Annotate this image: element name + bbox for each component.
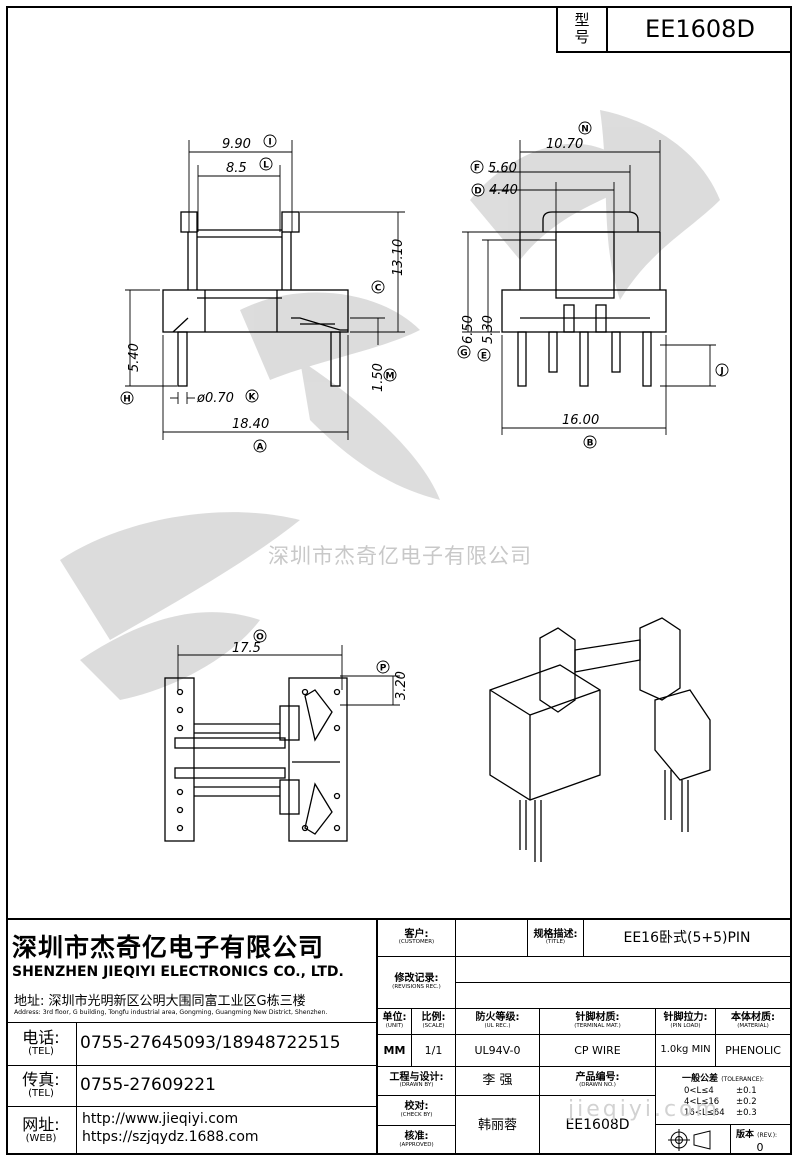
dim-A-value: 18.40 bbox=[232, 417, 269, 432]
dim-P-value: 3.20 bbox=[394, 671, 409, 700]
tolerance-row-0: 0<L≤4±0.1 bbox=[684, 1086, 757, 1096]
tolerance-row-1: 4<L≤16±0.2 bbox=[684, 1097, 757, 1107]
label-D: D bbox=[474, 187, 481, 197]
watermark-company: 深圳市杰奇亿电子有限公司 bbox=[268, 544, 532, 568]
company-name-cn: 深圳市杰奇亿电子有限公司 bbox=[12, 933, 325, 962]
dim-L-value: 8.5 bbox=[226, 161, 247, 176]
dim-H-value: 5.40 bbox=[127, 343, 142, 372]
dim-E-value: 5.30 bbox=[481, 315, 496, 344]
tel-label-cell: 电话: (TEL) bbox=[22, 1028, 60, 1058]
ul-value: UL94V-0 bbox=[456, 1035, 540, 1066]
dim-O-value: 17.5 bbox=[232, 641, 261, 656]
dim-B-value: 16.00 bbox=[562, 413, 599, 428]
address-line: 地址: 深圳市光明新区公明大围同富工业区G栋三楼 bbox=[14, 990, 306, 1009]
address-cn: 深圳市光明新区公明大围同富工业区G栋三楼 bbox=[48, 994, 306, 1009]
pinload-value: 1.0kg MIN bbox=[656, 1035, 716, 1066]
web-label-cell: 网址: (WEB) bbox=[22, 1115, 60, 1145]
customer-header: 客户:(CUSTOMER) bbox=[378, 920, 456, 956]
side-view bbox=[501, 211, 667, 387]
label-K: K bbox=[249, 393, 257, 403]
dim-G-value: 6.50 bbox=[461, 315, 476, 344]
company-panel: 深圳市杰奇亿电子有限公司 SHENZHEN JIEQIYI ELECTRONIC… bbox=[6, 920, 378, 1155]
customer-value bbox=[456, 920, 528, 956]
model-value: EE1608D bbox=[645, 14, 755, 43]
dim-D-value: 4.40 bbox=[489, 183, 518, 198]
address-label: 地址: bbox=[14, 994, 45, 1009]
pinload-header: 针脚拉力:(PIN LOAD) bbox=[656, 1009, 716, 1034]
scale-value: 1/1 bbox=[412, 1035, 456, 1066]
web-link-1[interactable]: http://www.jieqiyi.com bbox=[82, 1111, 239, 1127]
dim-C-value: 13.10 bbox=[391, 239, 406, 276]
watermark-site: jieqiyi.com bbox=[568, 1097, 720, 1122]
label-J: J bbox=[719, 367, 723, 377]
title-block: 深圳市杰奇亿电子有限公司 SHENZHEN JIEQIYI ELECTRONIC… bbox=[6, 918, 792, 1155]
material-header: 本体材质:(MATERIAL) bbox=[731, 1012, 775, 1029]
web-link-2[interactable]: https://szjqydz.1688.com bbox=[82, 1129, 259, 1145]
tolerance-title: 一般公差 bbox=[682, 1074, 719, 1084]
label-H: H bbox=[123, 395, 131, 405]
label-I: I bbox=[268, 138, 271, 148]
scale-header: 比例:(SCALE) bbox=[412, 1009, 456, 1034]
label-L: L bbox=[263, 161, 269, 171]
label-E: E bbox=[481, 352, 487, 362]
company-name-en: SHENZHEN JIEQIYI ELECTRONICS CO., LTD. bbox=[12, 964, 344, 980]
dim-F-value: 5.60 bbox=[488, 161, 517, 176]
drawing-sheet bbox=[6, 6, 792, 1155]
revisions-header: 修改记录:(REVISIONS REC.) bbox=[378, 957, 456, 1008]
label-A: A bbox=[257, 443, 264, 453]
label-O: O bbox=[256, 633, 264, 643]
check-header: 校对:(CHECK BY) bbox=[378, 1096, 456, 1125]
front-view bbox=[162, 211, 349, 387]
spec-table: 客户:(CUSTOMER) 规格描述:(TITLE) EE16卧式(5+5)PI… bbox=[378, 920, 790, 1155]
title-value: EE16卧式(5+5)PIN bbox=[623, 929, 751, 946]
tolerance-title-en: (TOLERANCE): bbox=[721, 1076, 764, 1083]
title-header: 规格描述:(TITLE) bbox=[528, 920, 584, 956]
bottom-view bbox=[164, 677, 348, 842]
drawn-value: 李 强 bbox=[456, 1067, 540, 1095]
ul-header: 防火等级:(UL REC.) bbox=[456, 1009, 540, 1034]
web-values: http://www.jieqiyi.com https://szjqydz.1… bbox=[82, 1110, 259, 1146]
material-value: PHENOLIC bbox=[725, 1043, 781, 1057]
projection-symbol-icon bbox=[668, 1129, 711, 1151]
label-C: C bbox=[375, 284, 382, 294]
model-box: 型号 EE1608D bbox=[556, 6, 792, 53]
label-M: M bbox=[386, 372, 395, 382]
version-value: 0 bbox=[756, 1141, 764, 1154]
label-P: P bbox=[380, 664, 387, 674]
dim-M-value: 1.50 bbox=[371, 363, 386, 392]
label-G: G bbox=[460, 349, 467, 359]
tolerance-list: 0<L≤4±0.1 4<L≤16±0.2 16<L≤64±0.3 bbox=[684, 1086, 757, 1119]
isometric-view bbox=[489, 617, 711, 862]
version-label: 版本 bbox=[736, 1130, 755, 1140]
dim-I-value: 9.90 bbox=[222, 137, 251, 152]
tolerance-box: 一般公差 (TOLERANCE): 0<L≤4±0.1 4<L≤16±0.2 1… bbox=[656, 1067, 790, 1124]
address-en: Address: 3rd floor, G building, Tongfu i… bbox=[14, 1009, 328, 1016]
check-value: 韩丽蓉 bbox=[456, 1096, 540, 1155]
terminal-header: 针脚材质:(TERMINAL MAT.) bbox=[540, 1009, 656, 1034]
label-F: F bbox=[474, 164, 480, 174]
dim-K-value: ø0.70 bbox=[196, 391, 234, 406]
tel-value: 0755-27645093/18948722515 bbox=[80, 1033, 341, 1054]
drawno-header: 产品编号:(DRAWN NO.) bbox=[540, 1067, 656, 1095]
unit-header: 单位:(UNIT) bbox=[378, 1009, 412, 1034]
unit-value: MM bbox=[378, 1035, 412, 1066]
fax-label-cell: 传真: (TEL) bbox=[22, 1070, 60, 1100]
technical-drawing: I L A H K C M N F D G E B J O P 9.90 8.5… bbox=[120, 121, 729, 862]
tolerance-row-2: 16<L≤64±0.3 bbox=[684, 1108, 757, 1118]
dim-N-value: 10.70 bbox=[546, 137, 583, 152]
version-label-en: (REV.): bbox=[757, 1132, 778, 1139]
fax-value: 0755-27609221 bbox=[80, 1075, 216, 1096]
watermark-calligraphy bbox=[60, 110, 720, 700]
drawn-header: 工程与设计:(DRAWN BY) bbox=[378, 1067, 456, 1095]
terminal-value: CP WIRE bbox=[540, 1035, 656, 1066]
label-B: B bbox=[587, 439, 594, 449]
model-label: 型号 bbox=[558, 6, 608, 51]
version-cell: 版本 (REV.): 0 bbox=[730, 1125, 790, 1155]
label-N: N bbox=[581, 125, 589, 135]
approved-header: 核准:(APPROVED) bbox=[378, 1126, 456, 1155]
drawno-value: EE1608D bbox=[540, 1096, 656, 1155]
